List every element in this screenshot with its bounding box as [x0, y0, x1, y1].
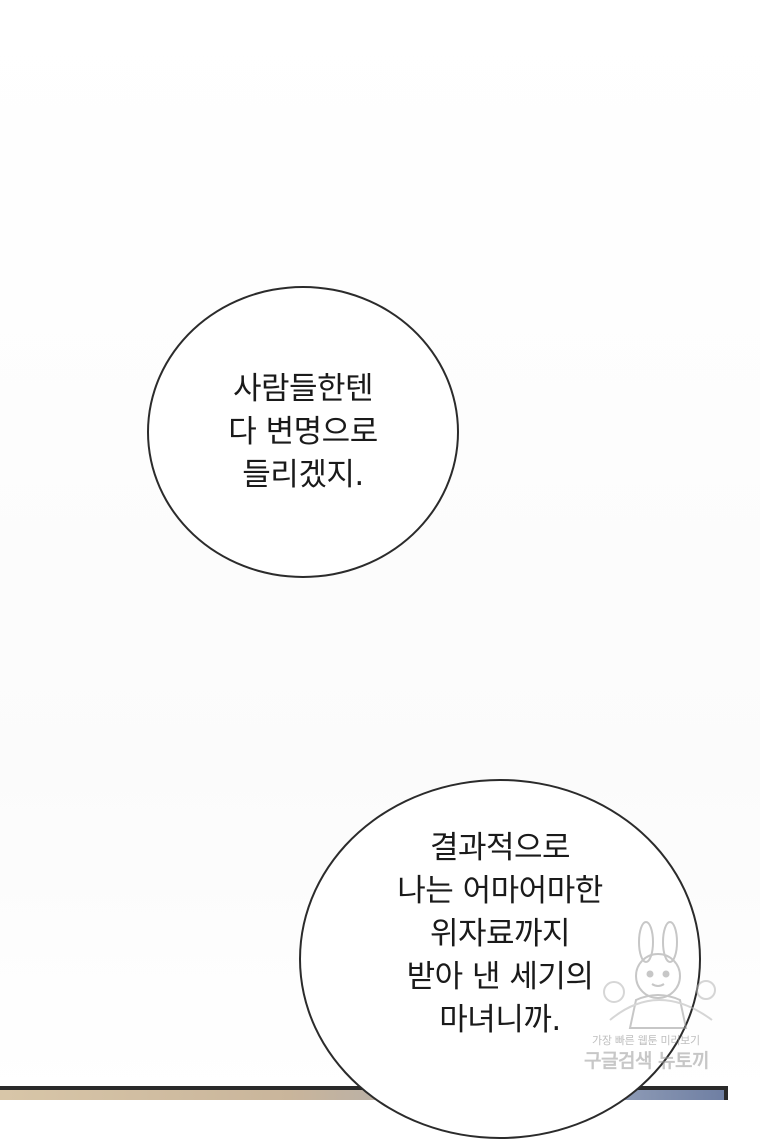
speech-line: 다 변명으로: [228, 413, 378, 450]
speech-line: 받아 낸 세기의: [406, 958, 594, 995]
speech-bubble-2: 결과적으로 나는 어마어마한 위자료까지 받아 낸 세기의 마녀니까.: [299, 779, 701, 1139]
speech-line: 사람들한텐: [232, 370, 374, 407]
speech-bubble-1-text: 사람들한텐 다 변명으로 들리겠지.: [228, 368, 378, 497]
speech-line: 나는 어마어마한: [397, 872, 603, 909]
watermark-tagline: 가장 빠른 웹툰 미리보기: [592, 1034, 700, 1047]
speech-bubble-2-text: 결과적으로 나는 어마어마한 위자료까지 받아 낸 세기의 마녀니까.: [397, 827, 603, 1042]
bunny-mascot-icon: [603, 921, 716, 1029]
speech-bubble-1: 사람들한텐 다 변명으로 들리겠지.: [147, 286, 459, 578]
speech-line: 들리겠지.: [242, 456, 364, 493]
watermark: 가장 빠른 웹툰 미리보기 구글검색 뉴토끼: [584, 920, 744, 1076]
speech-line: 위자료까지: [429, 915, 571, 952]
watermark-brand: 구글검색 뉴토끼: [584, 1050, 709, 1072]
speech-line: 마녀니까.: [439, 1001, 561, 1038]
speech-line: 결과적으로: [429, 829, 571, 866]
